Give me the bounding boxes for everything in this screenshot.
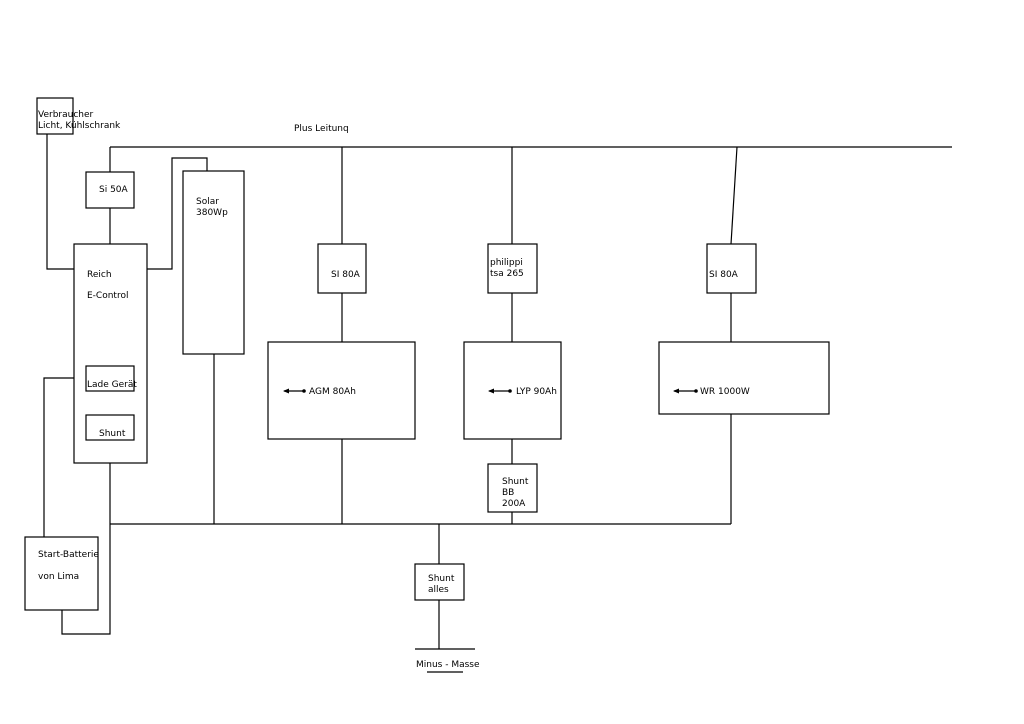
shunt-bb-label-1: Shunt — [502, 477, 529, 487]
lyp-terminal-arrow-icon — [488, 388, 512, 394]
shunt-all-label-1: Shunt — [428, 574, 455, 584]
consumer-label-2: Licht, Kühlschrank — [38, 121, 121, 131]
shunt-bb-box — [487, 463, 538, 513]
wire-charger-to-start-battery — [43, 377, 86, 537]
shunt-bb-label-3: 200A — [502, 499, 526, 509]
fuse-lyp-label-2: tsa 265 — [490, 269, 524, 279]
start-battery-label-1: Start-Batterie — [38, 550, 99, 560]
inverter-label: WR 1000W — [700, 387, 750, 397]
consumer-box — [36, 97, 74, 135]
lyp-battery-box — [463, 341, 562, 440]
fuse-inverter-label: SI 80A — [709, 270, 739, 280]
shunt-bb-label-2: BB — [502, 488, 514, 498]
fuse-lyp-label-1: philippi — [490, 258, 523, 268]
controller-label-2: E-Control — [87, 291, 128, 301]
plus-line-label: Plus Leitunq — [294, 124, 349, 134]
fuse-50-label: Si 50A — [99, 185, 129, 195]
solar-box — [182, 170, 245, 355]
controller-label-1: Reich — [87, 270, 112, 280]
ground-label: Minus - Masse — [416, 660, 480, 670]
solar-label-1: Solar — [196, 197, 219, 207]
charger-label: Lade Gerät — [87, 380, 137, 390]
agm-battery-label: AGM 80Ah — [309, 387, 356, 397]
inverter-terminal-arrow-icon — [673, 388, 698, 394]
fuse-50-box — [85, 171, 135, 209]
controller-shunt-label: Shunt — [99, 429, 126, 439]
start-battery-box — [24, 536, 99, 611]
fuse-inverter-box — [706, 243, 757, 294]
consumer-label-1: Verbraucher — [38, 110, 94, 120]
fuse-lyp-box — [487, 243, 538, 294]
wire-controller-to-start-battery — [61, 463, 111, 635]
charger-box — [85, 365, 135, 392]
wire-controller-to-solar — [147, 157, 208, 270]
inverter-box — [658, 341, 830, 415]
fuse-agm-label: SI 80A — [331, 270, 361, 280]
start-battery-label-2: von Lima — [38, 572, 79, 582]
shunt-all-box — [414, 563, 465, 601]
wire-plus-to-si-inverter — [730, 146, 738, 245]
shunt-all-label-2: alles — [428, 585, 449, 595]
agm-terminal-arrow-icon — [283, 388, 306, 394]
lyp-battery-label: LYP 90Ah — [516, 387, 557, 397]
wire-consumer-to-controller — [46, 134, 74, 270]
controller-shunt-box — [85, 414, 135, 441]
fuse-agm-box — [317, 243, 367, 294]
solar-label-2: 380Wp — [196, 208, 228, 218]
